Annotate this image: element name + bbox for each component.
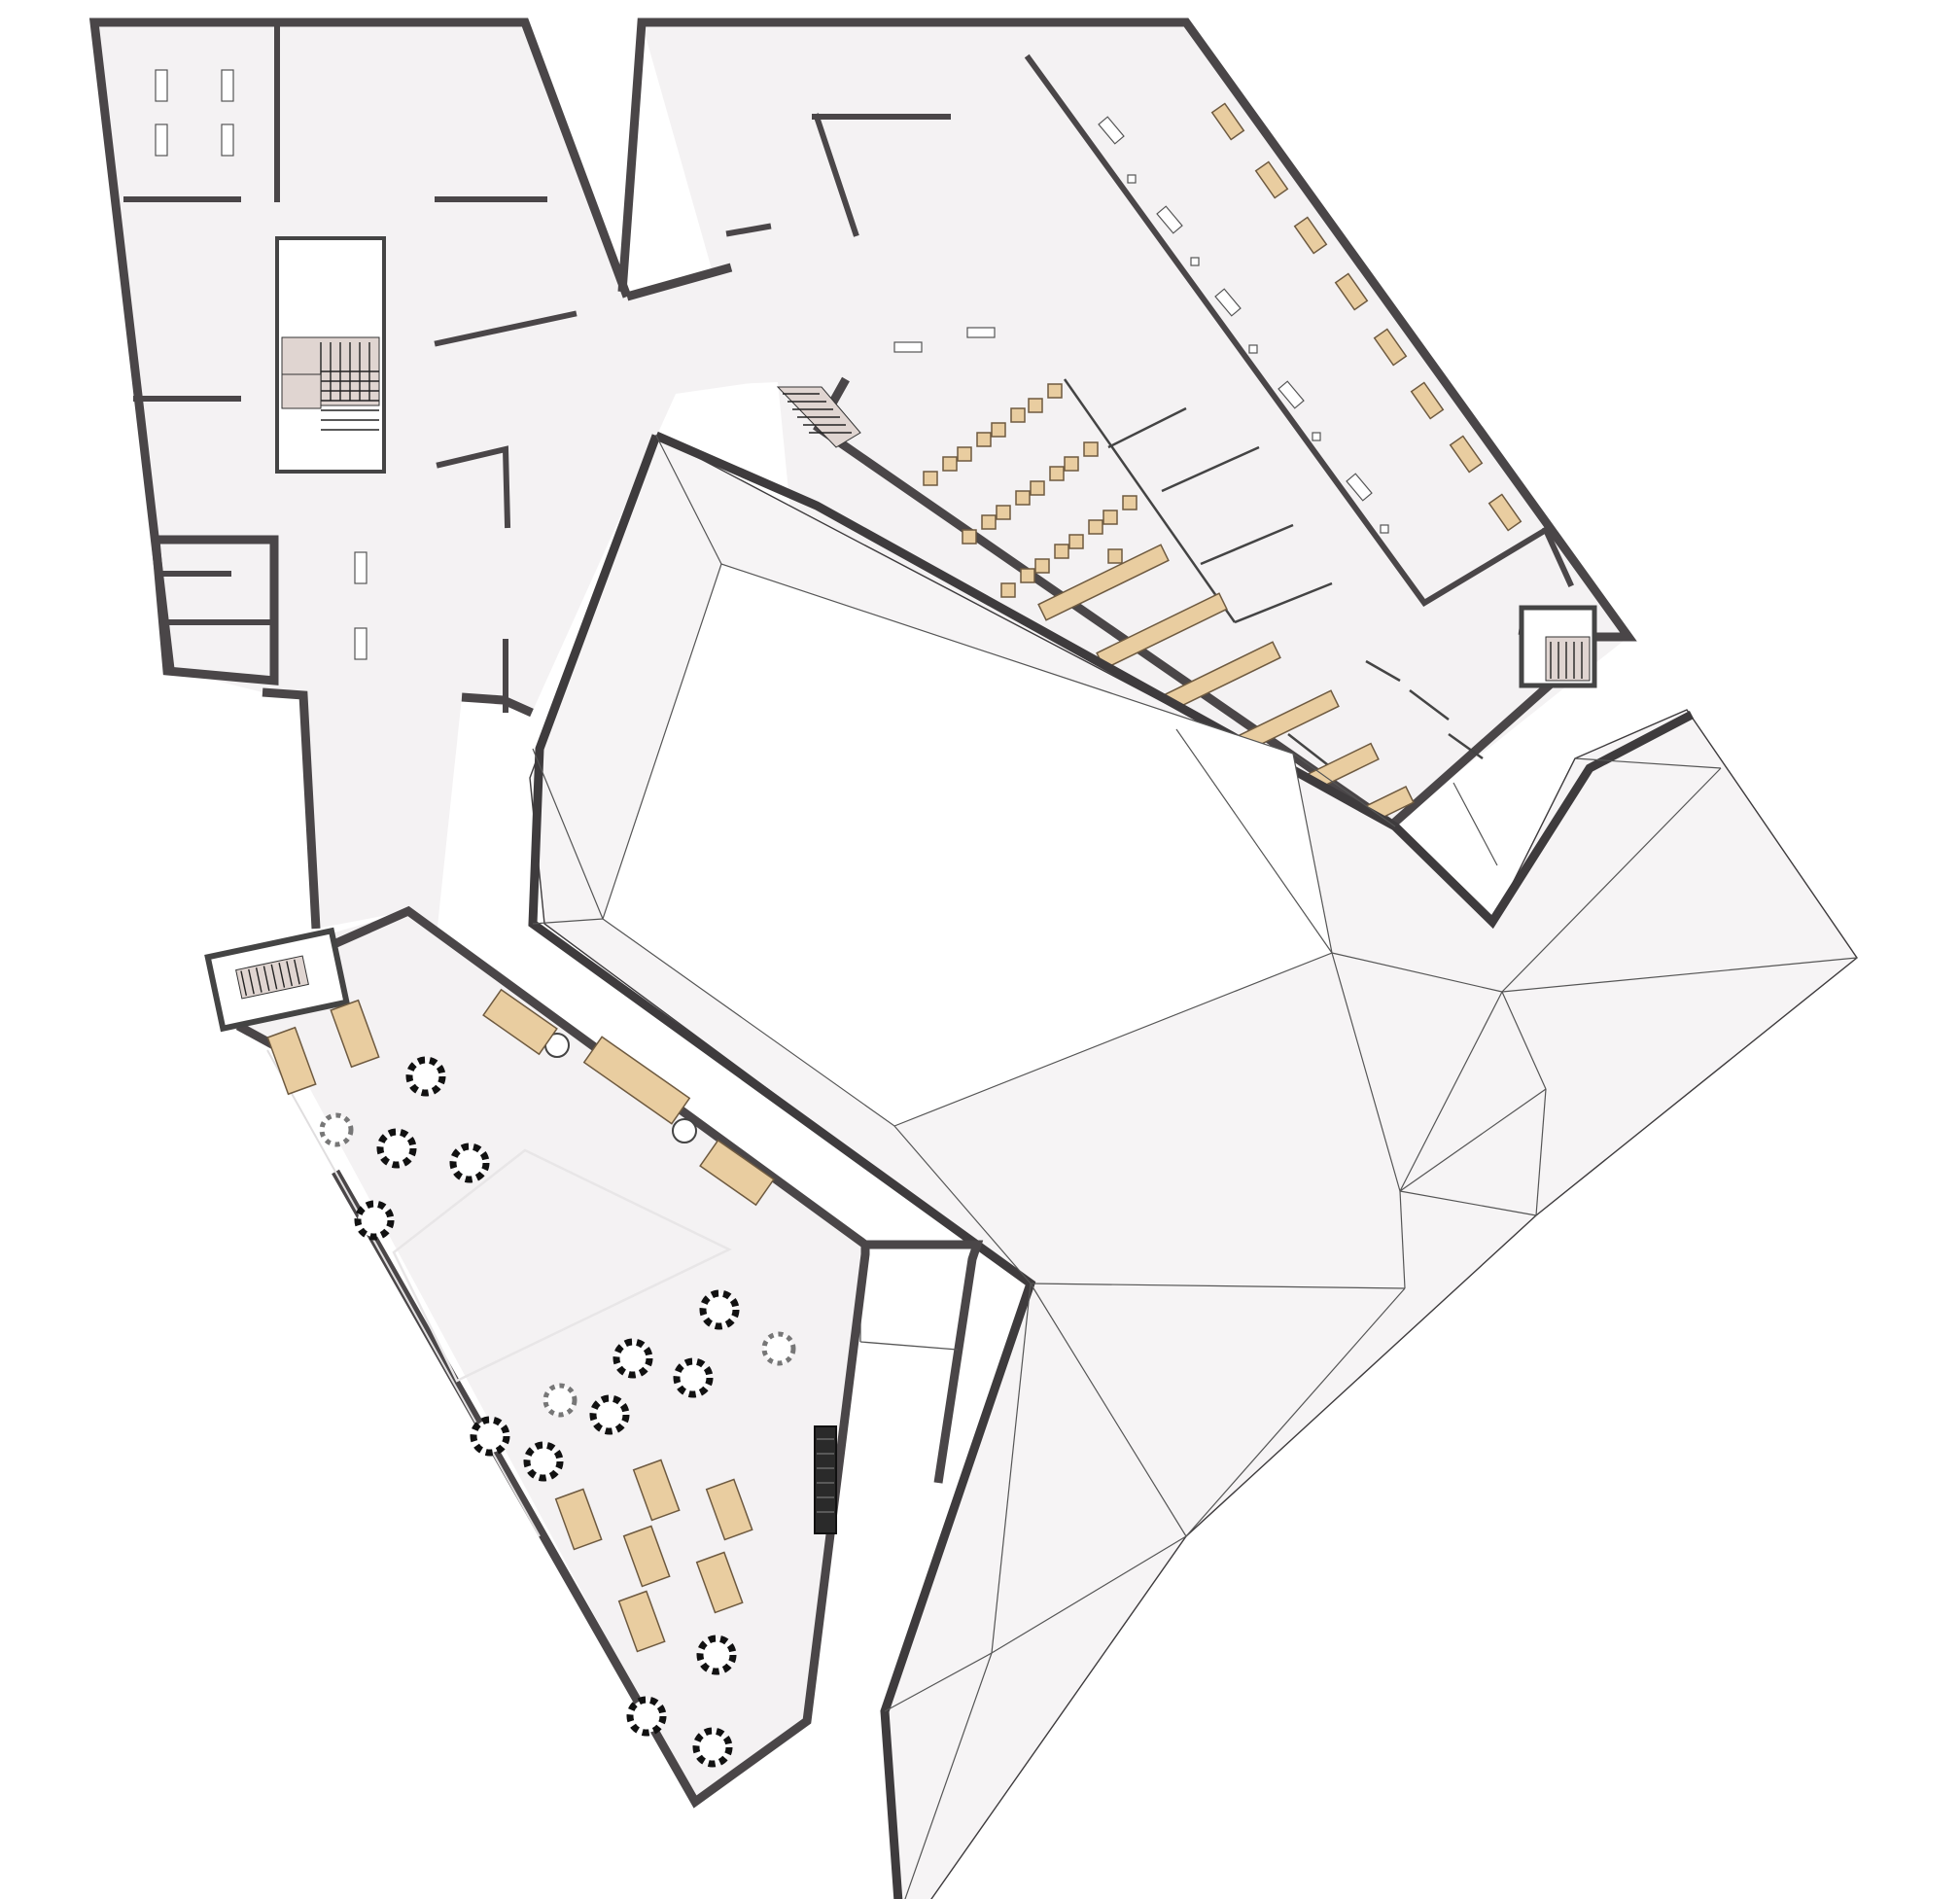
- south-round-tables-outline: [319, 1112, 796, 1418]
- stair-core-north: [275, 236, 386, 474]
- north-wing-furniture: [155, 69, 368, 660]
- folded-roof: [528, 431, 1858, 1899]
- office-workstations: [893, 102, 1522, 534]
- south-round-tables: [354, 1056, 740, 1768]
- stair-office-east: [1519, 605, 1597, 688]
- office-partitions: [1063, 378, 1484, 769]
- south-wing-event-hall: [204, 905, 870, 1809]
- dance-floor-zone: [392, 1148, 732, 1383]
- stair-office-west: [776, 386, 861, 448]
- column: [672, 1118, 697, 1143]
- central-courtyard: [602, 563, 1333, 1127]
- bar-counter: [814, 1425, 837, 1534]
- south-rect-tables: [266, 988, 775, 1653]
- north-wing: [88, 18, 778, 974]
- roof-folds: [532, 435, 1858, 1899]
- breezeway-link: [859, 1240, 984, 1484]
- toilet-block: [151, 535, 279, 686]
- stair-south: [204, 927, 351, 1033]
